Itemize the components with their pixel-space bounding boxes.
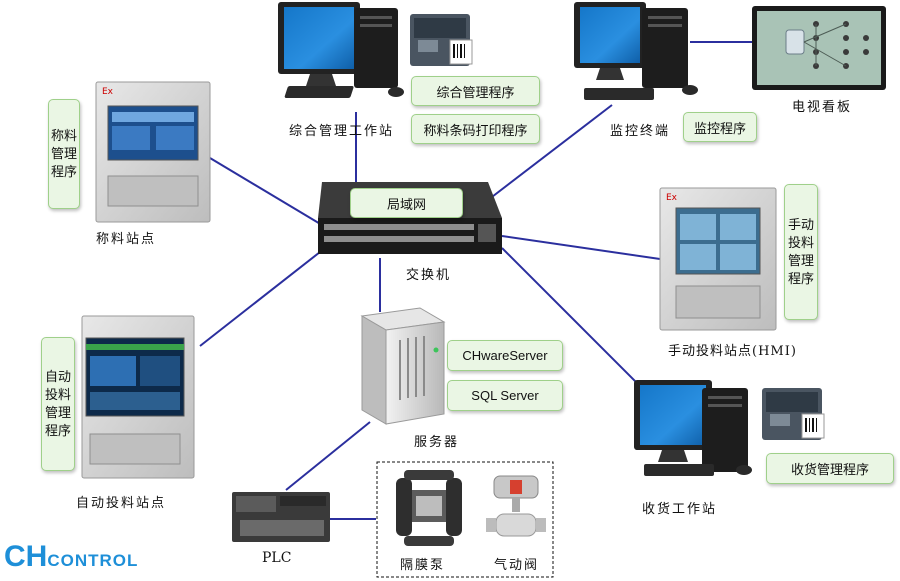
tag-manual-mgmt: 手动投料管理程序 [784, 184, 818, 320]
link-monitor-switch [487, 104, 613, 201]
server-tower-icon [360, 307, 446, 425]
monitor-terminal-computer-icon [574, 2, 698, 100]
link-receiving-switch [501, 247, 637, 383]
tag-auto-mgmt: 自动投料管理程序 [41, 337, 75, 471]
link-server-plc [285, 421, 371, 491]
field-devices-group [376, 461, 554, 578]
tag-monitor-program: 监控程序 [683, 112, 757, 142]
tag-comprehensive-mgmt: 综合管理程序 [411, 76, 540, 106]
logo-control: CONTROL [47, 551, 139, 570]
tag-chwareserver: CHwareServer [447, 340, 563, 371]
tag-lan: 局域网 [350, 188, 463, 218]
tag-sql-server: SQL Server [447, 380, 563, 411]
weigh-station-cabinet-icon: Ex [95, 81, 211, 223]
barcode-printer-icon [410, 14, 473, 66]
plc-icon [232, 492, 330, 542]
link-auto-switch [199, 251, 321, 347]
caption-switch: 交换机 [406, 268, 452, 283]
tag-weigh-mgmt: 称料管理程序 [48, 99, 80, 209]
logo-ch: CH [4, 540, 48, 573]
diaphragm-pump-icon [396, 470, 462, 546]
pneumatic-valve-icon [486, 475, 546, 537]
ch-control-logo: CHCONTROL [4, 540, 138, 574]
caption-server: 服务器 [414, 435, 460, 450]
receiving-printer-icon [762, 388, 825, 440]
caption-valve: 气动阀 [494, 558, 540, 573]
link-weigh-switch [209, 157, 323, 226]
caption-tv-board: 电视看板 [792, 100, 853, 115]
caption-pump: 隔膜泵 [400, 558, 446, 573]
svg-text:Ex: Ex [666, 193, 678, 203]
manual-station-cabinet-icon: Ex [659, 187, 777, 331]
caption-workstation: 综合管理工作站 [289, 124, 395, 139]
connection-lines [199, 41, 752, 520]
tv-board-icon [752, 6, 886, 90]
caption-receiving: 收货工作站 [642, 502, 718, 517]
workstation-computer-icon [278, 2, 404, 98]
caption-plc: PLC [262, 550, 292, 566]
link-manual-switch [501, 235, 661, 260]
auto-station-cabinet-icon [81, 315, 195, 479]
caption-monitor: 监控终端 [610, 124, 671, 139]
tag-receiving-mgmt: 收货管理程序 [766, 453, 894, 484]
caption-weigh-station: 称料站点 [96, 232, 157, 247]
svg-text:Ex: Ex [102, 87, 114, 97]
caption-manual-station: 手动投料站点(HMI) [668, 344, 797, 359]
receiving-computer-icon [634, 380, 752, 476]
tag-weigh-barcode-print: 称料条码打印程序 [411, 114, 540, 144]
caption-auto-station: 自动投料站点 [76, 496, 167, 511]
